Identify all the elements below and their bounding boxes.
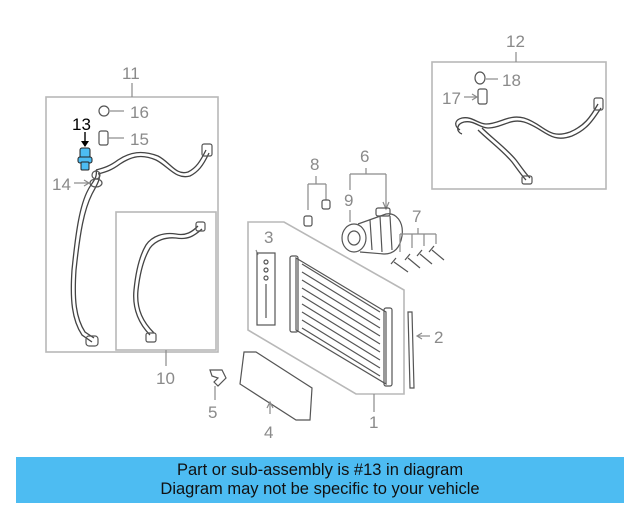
bolt-1[interactable]: [390, 257, 409, 273]
callout-10[interactable]: 10: [156, 369, 175, 388]
callout-12[interactable]: 12: [506, 32, 525, 51]
caption-bar: Part or sub-assembly is #13 in diagram D…: [16, 457, 624, 503]
group-12: 12 18 17: [431, 32, 607, 190]
compressor[interactable]: [341, 207, 403, 255]
part-8a[interactable]: [321, 199, 331, 210]
condenser-core[interactable]: [289, 255, 393, 387]
group-7-bolts: 7: [390, 207, 445, 273]
part-16-cap[interactable]: [98, 105, 124, 117]
caption-line-1: Part or sub-assembly is #13 in diagram: [176, 461, 464, 479]
callout-14[interactable]: 14: [52, 175, 71, 194]
condenser-outline: [247, 221, 405, 395]
part-13-pressure-switch[interactable]: [77, 132, 93, 171]
bolt-2[interactable]: [404, 253, 421, 269]
group-10-box: [115, 211, 217, 351]
callout-9[interactable]: 9: [344, 191, 353, 210]
group-12-box: [431, 61, 607, 190]
group-4: 4: [239, 351, 313, 442]
callout-5[interactable]: 5: [208, 403, 217, 422]
group-10: 10: [115, 211, 217, 388]
part-15-valve[interactable]: [98, 130, 124, 146]
callout-15[interactable]: 15: [130, 130, 149, 149]
group-11: 11 16 15 14: [45, 64, 219, 353]
part-4-seal[interactable]: [239, 351, 313, 421]
part-5-bracket[interactable]: [209, 369, 227, 387]
part-8b[interactable]: [303, 215, 313, 227]
callout-1[interactable]: 1: [369, 413, 378, 432]
caption-line-2: Diagram may not be specific to your vehi…: [160, 480, 480, 498]
part-18-cap[interactable]: [474, 71, 498, 85]
group-1-condenser: 1 3: [247, 221, 405, 432]
callout-6[interactable]: 6: [360, 147, 369, 166]
callout-7[interactable]: 7: [412, 207, 421, 226]
bolt-3[interactable]: [416, 249, 433, 265]
group-6-compressor: 6 9: [341, 147, 403, 255]
callout-3[interactable]: 3: [264, 228, 273, 247]
part-14-oring[interactable]: [74, 178, 103, 188]
callout-17[interactable]: 17: [442, 89, 461, 108]
part-3-drier[interactable]: [256, 252, 276, 326]
part-17-valve[interactable]: [464, 88, 488, 105]
callout-11[interactable]: 11: [122, 64, 140, 83]
callout-8[interactable]: 8: [310, 155, 319, 174]
callout-2[interactable]: 2: [434, 328, 443, 347]
group-2[interactable]: 2: [407, 311, 443, 389]
callout-13[interactable]: 13: [72, 115, 91, 134]
callout-18[interactable]: 18: [502, 71, 521, 90]
bolt-4[interactable]: [428, 245, 445, 261]
callout-16[interactable]: 16: [130, 103, 149, 122]
group-8: 8: [303, 155, 331, 227]
callout-4[interactable]: 4: [264, 423, 273, 442]
group-5: 5: [208, 369, 227, 422]
